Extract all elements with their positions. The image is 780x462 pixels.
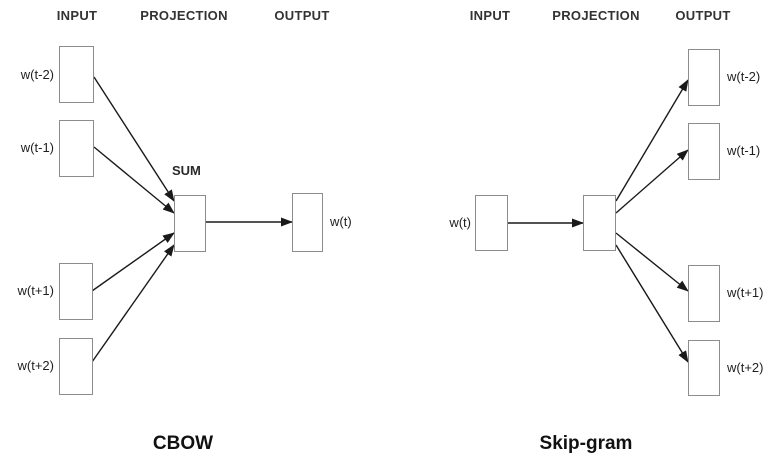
cbow-header-input: INPUT bbox=[56, 8, 98, 23]
skipgram-arrow-wt-minus1 bbox=[615, 149, 689, 214]
skipgram-arrow-wt-plus1 bbox=[615, 232, 689, 292]
skipgram-output-label-wt-plus2: w(t+2) bbox=[727, 360, 764, 375]
cbow-input-box-wt-minus1 bbox=[59, 120, 94, 177]
skipgram-input-box-wt bbox=[475, 195, 508, 251]
skipgram-output-label-wt-plus1: w(t+1) bbox=[727, 285, 764, 300]
cbow-arrow-wt-minus2 bbox=[93, 76, 175, 202]
skipgram-output-box-wt-minus1 bbox=[688, 123, 720, 180]
skipgram-caption: Skip-gram bbox=[539, 433, 633, 454]
cbow-projection-box bbox=[174, 195, 206, 252]
cbow-input-label-wt-minus1: w(t-1) bbox=[20, 140, 54, 155]
skipgram-header-input: INPUT bbox=[469, 8, 511, 23]
skipgram-output-label-wt-minus2: w(t-2) bbox=[727, 69, 761, 84]
cbow-arrow-wt-plus1 bbox=[91, 232, 175, 292]
cbow-input-box-wt-plus2 bbox=[59, 338, 93, 395]
cbow-sum-label: SUM bbox=[172, 163, 201, 178]
cbow-input-label-wt-plus2: w(t+2) bbox=[17, 358, 54, 373]
cbow-output-label-wt: w(t) bbox=[330, 214, 352, 229]
skipgram-arrow-wt-plus2 bbox=[615, 244, 689, 363]
skipgram-arrow-wt-minus2 bbox=[615, 79, 689, 202]
skipgram-output-box-wt-plus2 bbox=[688, 340, 720, 396]
cbow-input-label-wt-minus2: w(t-2) bbox=[20, 67, 54, 82]
skipgram-output-label-wt-minus1: w(t-1) bbox=[727, 143, 761, 158]
skipgram-input-label-wt: w(t) bbox=[449, 215, 471, 230]
cbow-input-box-wt-plus1 bbox=[59, 263, 93, 320]
skipgram-output-box-wt-plus1 bbox=[688, 265, 720, 322]
cbow-header-output: OUTPUT bbox=[274, 8, 330, 23]
cbow-input-box-wt-minus2 bbox=[59, 46, 94, 103]
cbow-output-box-wt bbox=[292, 193, 323, 252]
skipgram-output-box-wt-minus2 bbox=[688, 49, 720, 106]
cbow-input-label-wt-plus1: w(t+1) bbox=[17, 283, 54, 298]
cbow-arrow-wt-minus1 bbox=[93, 146, 175, 214]
cbow-caption: CBOW bbox=[152, 433, 214, 454]
skipgram-header-projection: PROJECTION bbox=[552, 8, 640, 23]
cbow-header-projection: PROJECTION bbox=[140, 8, 228, 23]
skipgram-header-output: OUTPUT bbox=[675, 8, 731, 23]
cbow-arrow-wt-plus2 bbox=[91, 244, 175, 363]
skipgram-projection-box bbox=[583, 195, 616, 251]
